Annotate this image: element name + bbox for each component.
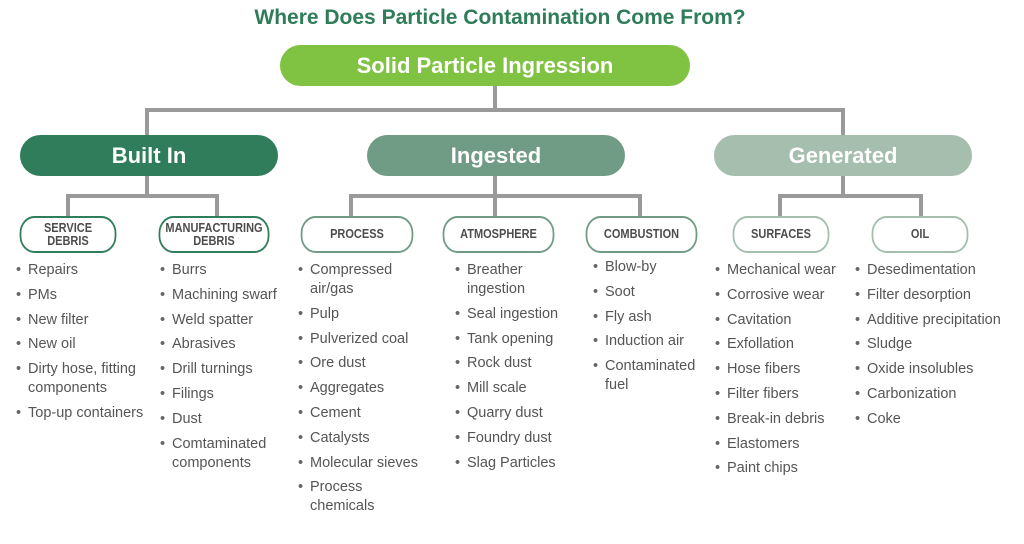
group-combustion: COMBUSTION bbox=[585, 216, 698, 253]
list-item: Hose fibers bbox=[715, 360, 850, 379]
connector bbox=[778, 194, 782, 216]
list-item: Dust bbox=[160, 410, 290, 429]
list-item: Exfollation bbox=[715, 335, 850, 354]
list-item: Quarry dust bbox=[455, 404, 570, 423]
connector bbox=[919, 194, 923, 216]
list-item: Soot bbox=[593, 283, 713, 302]
list-item: Aggregates bbox=[298, 379, 418, 398]
list-item: Dirty hose, fitting components bbox=[16, 360, 146, 398]
connector bbox=[841, 176, 845, 196]
connector bbox=[493, 86, 497, 112]
list-item: Cement bbox=[298, 404, 418, 423]
list-item: Oxide insolubles bbox=[855, 360, 1024, 379]
root-node: Solid Particle Ingression bbox=[280, 45, 690, 86]
list-item: Tank opening bbox=[455, 330, 570, 349]
group-manufacturing-debris: MANUFACTURING DEBRIS bbox=[158, 216, 270, 253]
list-item: Seal ingestion bbox=[455, 305, 570, 324]
list-item: Mill scale bbox=[455, 379, 570, 398]
list-item: Breather ingestion bbox=[455, 261, 570, 299]
list-item: Process chemicals bbox=[298, 478, 418, 516]
connector bbox=[841, 108, 845, 136]
list-item: Desedimentation bbox=[855, 261, 1024, 280]
list-item: Cavitation bbox=[715, 311, 850, 330]
category-generated: Generated bbox=[714, 135, 972, 176]
list-item: New filter bbox=[16, 311, 146, 330]
diagram-title: Where Does Particle Contamination Come F… bbox=[254, 6, 746, 29]
manufacturing-debris-list: BurrsMachining swarfWeld spatterAbrasive… bbox=[160, 261, 290, 478]
oil-list: DesedimentationFilter desorptionAdditive… bbox=[855, 261, 1024, 435]
group-oil: OIL bbox=[871, 216, 969, 253]
connector bbox=[349, 194, 353, 216]
list-item: Corrosive wear bbox=[715, 286, 850, 305]
category-ingested: Ingested bbox=[367, 135, 625, 176]
group-surfaces: SURFACES bbox=[732, 216, 830, 253]
list-item: PMs bbox=[16, 286, 146, 305]
list-item: Break-in debris bbox=[715, 410, 850, 429]
group-service-debris: SERVICE DEBRIS bbox=[19, 216, 117, 253]
group-atmosphere: ATMOSPHERE bbox=[442, 216, 555, 253]
atmosphere-list: Breather ingestionSeal ingestionTank ope… bbox=[455, 261, 570, 478]
list-item: Slag Particles bbox=[455, 454, 570, 473]
list-item: Abrasives bbox=[160, 335, 290, 354]
list-item: Sludge bbox=[855, 335, 1024, 354]
list-item: Elastomers bbox=[715, 435, 850, 454]
process-list: Compressed air/gasPulpPulverized coalOre… bbox=[298, 261, 418, 522]
list-item: Comtaminated components bbox=[160, 435, 290, 473]
list-item: Top-up containers bbox=[16, 404, 146, 423]
list-item: Weld spatter bbox=[160, 311, 290, 330]
category-built-in: Built In bbox=[20, 135, 278, 176]
list-item: Additive precipitation bbox=[855, 311, 1024, 330]
connector bbox=[349, 194, 642, 198]
group-process: PROCESS bbox=[300, 216, 414, 253]
list-item: Machining swarf bbox=[160, 286, 290, 305]
service-debris-list: RepairsPMsNew filterNew oilDirty hose, f… bbox=[16, 261, 146, 429]
list-item: Induction air bbox=[593, 332, 713, 351]
list-item: Repairs bbox=[16, 261, 146, 280]
list-item: Carbonization bbox=[855, 385, 1024, 404]
list-item: Ore dust bbox=[298, 354, 418, 373]
connector bbox=[66, 194, 70, 216]
list-item: Filter desorption bbox=[855, 286, 1024, 305]
list-item: Compressed air/gas bbox=[298, 261, 418, 299]
list-item: Burrs bbox=[160, 261, 290, 280]
list-item: Mechanical wear bbox=[715, 261, 850, 280]
list-item: Fly ash bbox=[593, 308, 713, 327]
connector bbox=[145, 108, 149, 136]
list-item: Molecular sieves bbox=[298, 454, 418, 473]
connector bbox=[145, 176, 149, 196]
list-item: New oil bbox=[16, 335, 146, 354]
list-item: Coke bbox=[855, 410, 1024, 429]
list-item: Pulverized coal bbox=[298, 330, 418, 349]
connector bbox=[638, 194, 642, 216]
connector bbox=[66, 194, 219, 198]
list-item: Blow-by bbox=[593, 258, 713, 277]
list-item: Pulp bbox=[298, 305, 418, 324]
list-item: Filter fibers bbox=[715, 385, 850, 404]
list-item: Paint chips bbox=[715, 459, 850, 478]
list-item: Contaminated fuel bbox=[593, 357, 713, 395]
list-item: Catalysts bbox=[298, 429, 418, 448]
connector bbox=[215, 194, 219, 216]
connector bbox=[145, 108, 845, 112]
connector bbox=[778, 194, 923, 198]
list-item: Drill turnings bbox=[160, 360, 290, 379]
list-item: Rock dust bbox=[455, 354, 570, 373]
combustion-list: Blow-bySootFly ashInduction airContamina… bbox=[593, 258, 713, 401]
list-item: Foundry dust bbox=[455, 429, 570, 448]
list-item: Filings bbox=[160, 385, 290, 404]
surfaces-list: Mechanical wearCorrosive wearCavitationE… bbox=[715, 261, 850, 484]
